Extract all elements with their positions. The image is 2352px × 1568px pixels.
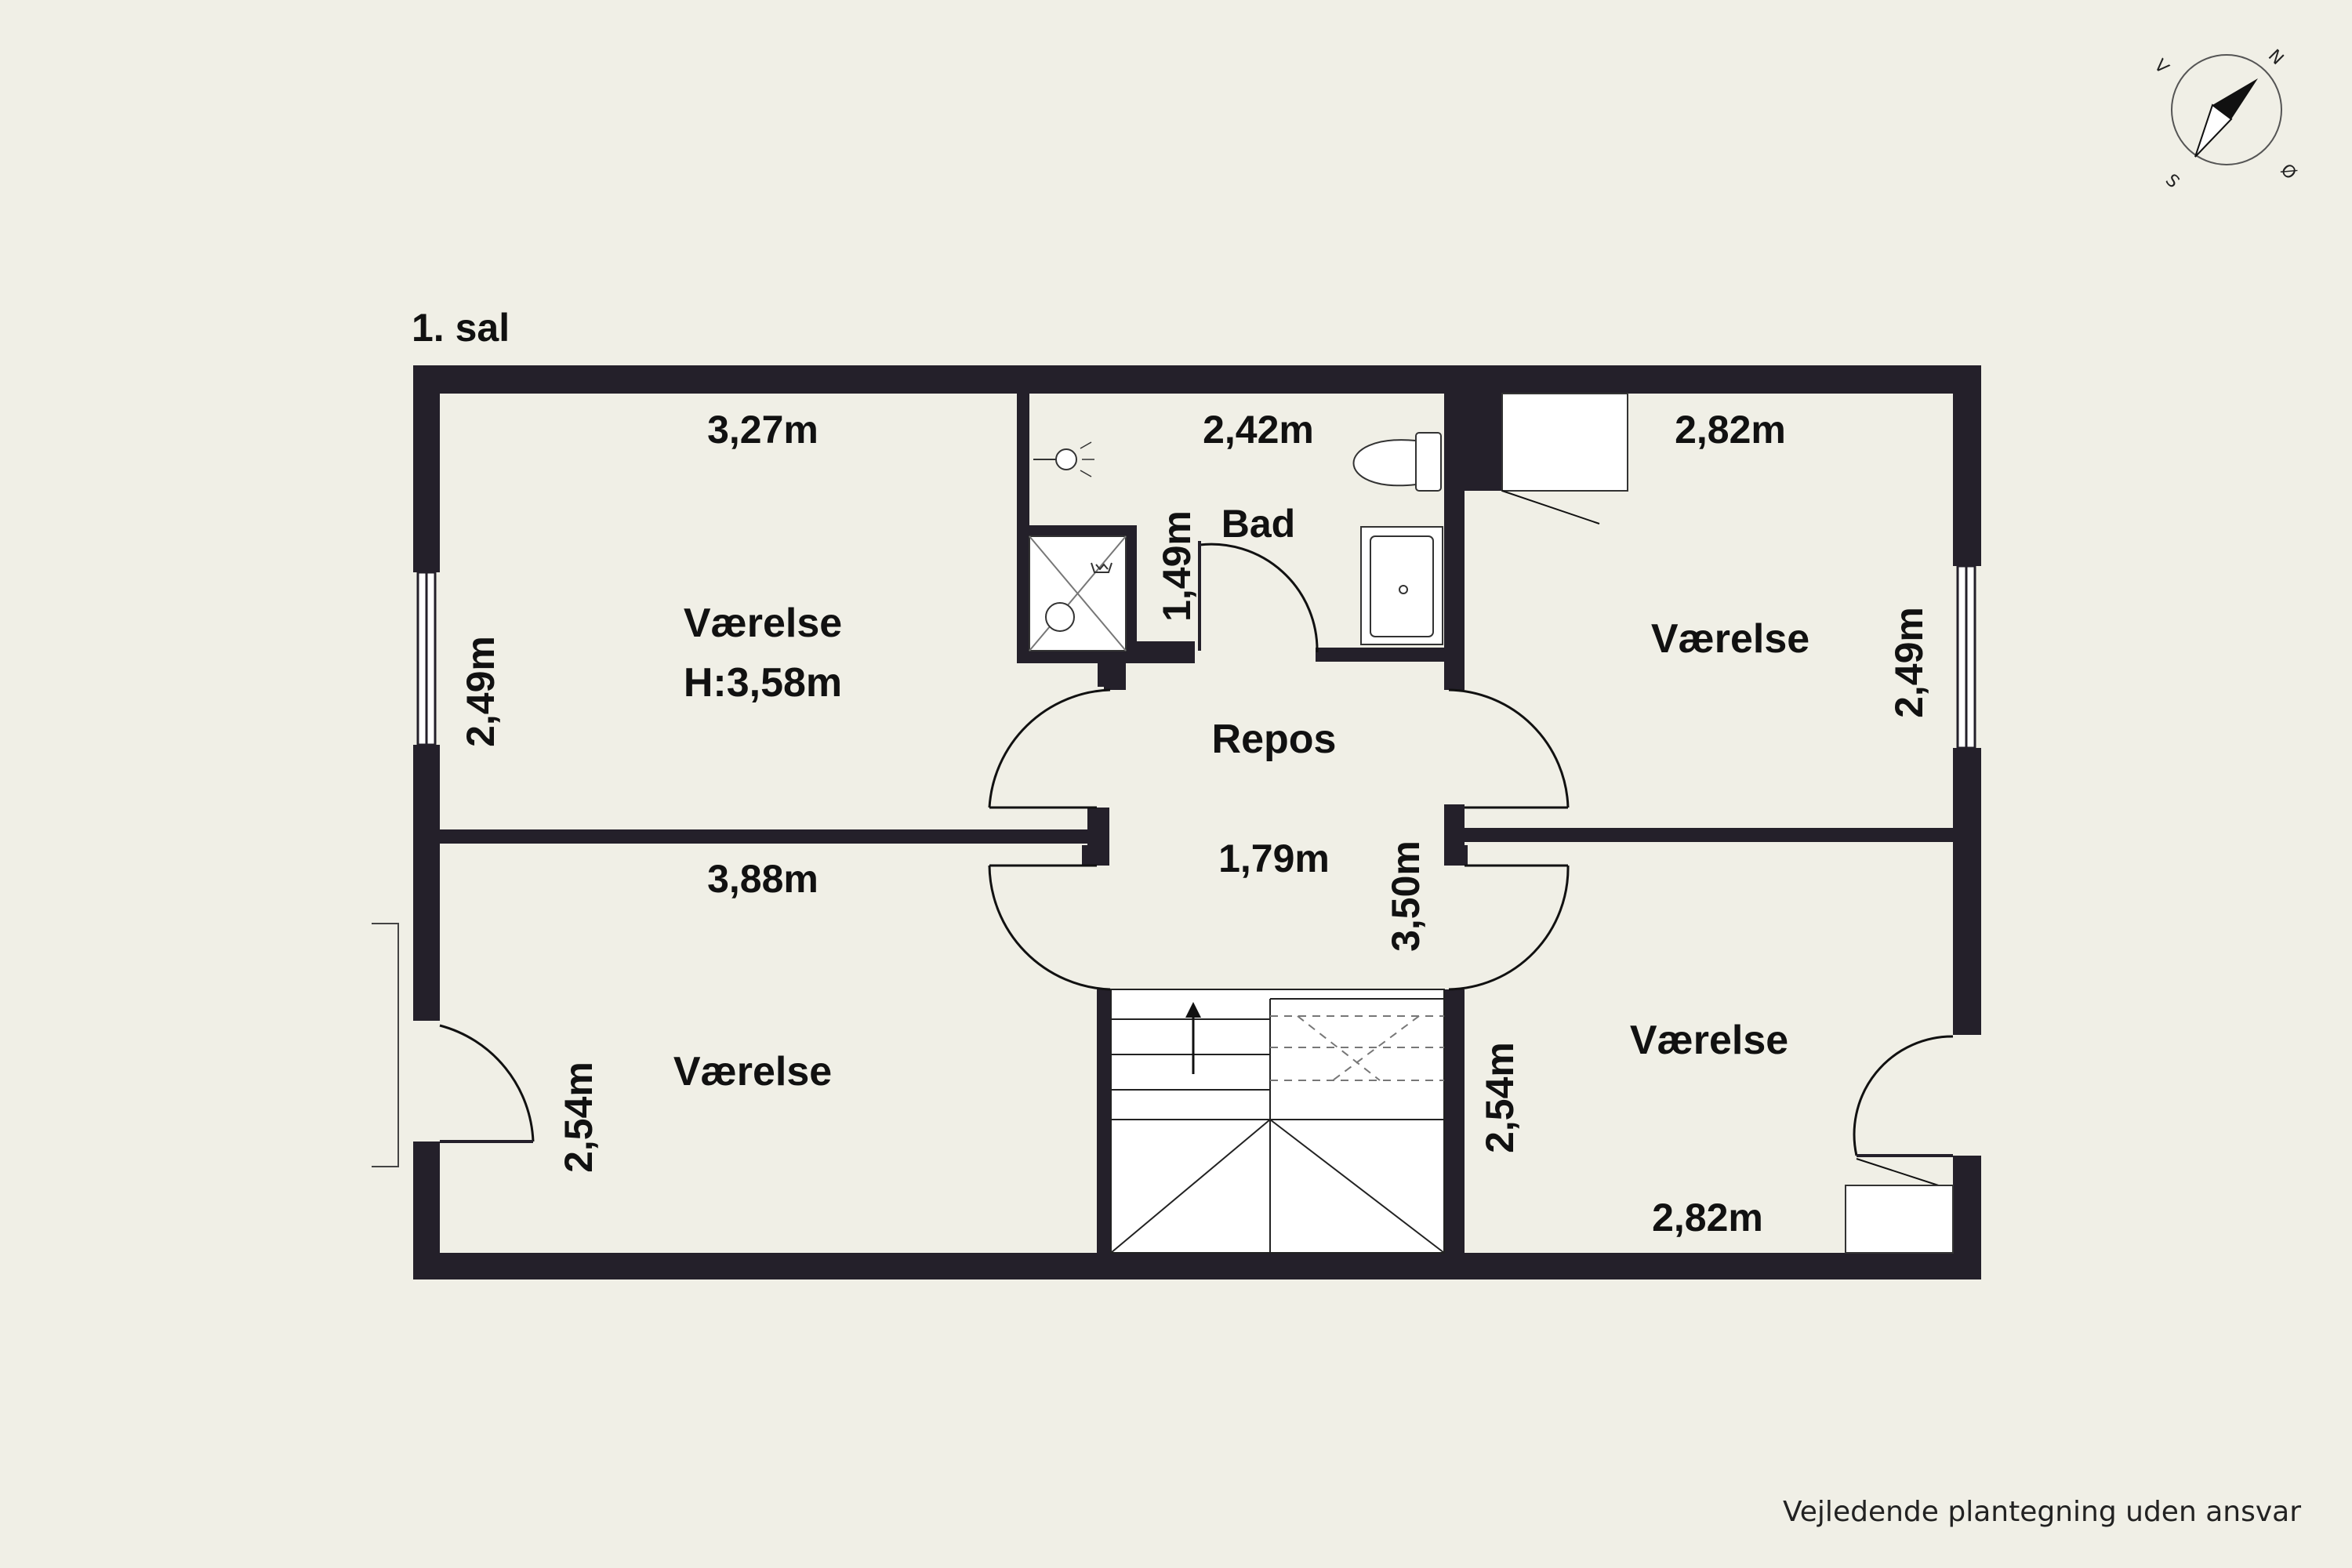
wall-stair-right [1444,989,1465,1279]
wall-left-upper [413,365,440,572]
door-left-exterior [439,1024,535,1142]
compass-west: V [2150,56,2172,78]
wall-left-lower [413,1142,440,1279]
dim-width-bad: 2,42m [1203,408,1314,452]
dim-depth-top-left: 2,49m [459,636,503,747]
dim-width-bottom-right: 2,82m [1652,1196,1763,1240]
room-name-bottom-right: Værelse [1630,1018,1788,1063]
wall-right-middle [1953,748,1981,1035]
compass-south: S [2161,171,2183,193]
doors [372,541,1954,1191]
toilet-tank [1415,432,1442,492]
wall-middle-right [1460,828,1953,842]
toilet-icon [1352,439,1417,487]
dim-width-bottom-left: 3,88m [707,857,818,901]
door-top-left [988,688,1111,808]
wall-right-upper [1953,365,1981,566]
dim-depth-bottom-right: 2,54m [1478,1042,1522,1153]
wall-right-lower [1953,1156,1981,1279]
washing-machine-icon [1091,562,1112,573]
compass-north-needle [2212,78,2258,119]
shower-head-icon [1055,448,1077,470]
wardrobe-top-right [1501,393,1628,492]
compass: N Ø S V [2150,46,2299,192]
wall-bad-right [1444,365,1465,690]
dim-depth-bad: 1,49m [1155,510,1199,622]
dim-depth-repos: 3,50m [1384,840,1428,952]
staircase [1110,989,1445,1254]
dim-width-repos: 1,79m [1218,837,1330,880]
interior-walls [413,365,1953,1279]
dim-width-top-left: 3,27m [707,408,818,452]
room-name-top-left: Værelse [684,601,842,646]
compass-south-needle [2194,103,2233,158]
dim-width-top-right: 2,82m [1675,408,1786,452]
windows [416,564,1976,750]
dim-depth-bottom-left: 2,54m [557,1062,601,1173]
room-labels: Værelse H:3,58m 3,27m 2,49m Bad 2,42m 1,… [459,408,1931,1240]
dim-depth-top-right: 2,49m [1887,607,1931,718]
room-name-bottom-left: Værelse [673,1049,832,1094]
wall-top [413,365,1981,394]
wall-bad-left [1017,365,1029,663]
wardrobe-bottom-right [1845,1185,1954,1254]
disclaimer: Vejledende plantegning uden ansvar [1783,1496,2301,1528]
wall-stair-left [1097,989,1111,1279]
compass-east: Ø [2277,160,2300,183]
wall-left-middle [413,745,440,1021]
room-height-top-left: H:3,58m [684,660,842,706]
door-bottom-left [988,865,1111,991]
compass-ring [2171,54,2282,165]
door-top-right [1448,688,1570,808]
wall-bottom [413,1253,1981,1279]
room-name-repos: Repos [1212,717,1337,762]
wall-middle-left [413,829,1087,844]
door-bad [1199,543,1319,653]
room-name-bad: Bad [1221,502,1295,546]
floor-label: 1. sal [412,306,510,350]
compass-north: N [2264,46,2287,69]
cabinets [1501,393,1954,1254]
drain-icon [1045,602,1075,632]
door-bottom-right [1448,865,1570,991]
bathroom-fixtures [1029,432,1443,652]
exterior-walls [413,365,1981,1279]
door-right-exterior [1853,1035,1954,1156]
room-name-top-right: Værelse [1651,616,1809,662]
